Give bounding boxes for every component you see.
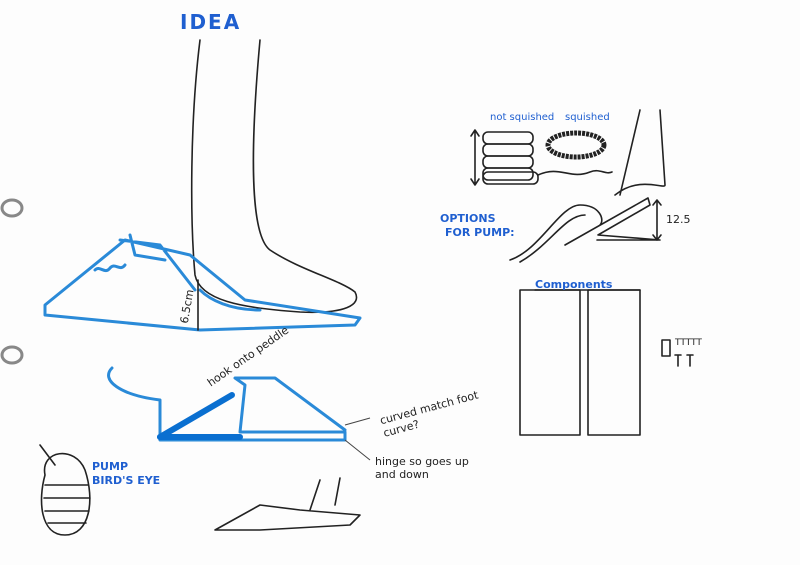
squished-label: squished xyxy=(565,112,610,123)
birds-eye-label: BIRD'S EYE xyxy=(92,474,161,487)
pump-option-sketch xyxy=(509,109,666,263)
components-sketch xyxy=(519,289,694,436)
pedal-main-sketch xyxy=(43,233,362,332)
pump-birds-eye-sketch xyxy=(39,444,91,536)
pump-not-squished-sketch xyxy=(470,129,613,186)
binder-rings xyxy=(0,198,24,365)
pump-squished-sketch xyxy=(545,130,607,160)
component-marks: TTTTT xyxy=(675,338,702,348)
hinge-note: hinge so goes up and down xyxy=(375,455,469,481)
pump-label: PUMP xyxy=(92,460,129,473)
components-label: Components xyxy=(535,278,613,291)
title-idea: IDEA xyxy=(180,10,242,34)
pedal-side-sketch xyxy=(107,366,347,442)
leg-foot-sketch xyxy=(190,39,358,314)
options-label-1: OPTIONS xyxy=(440,212,496,225)
small-foot-sketch xyxy=(214,477,361,531)
not-squished-label: not squished xyxy=(490,112,555,123)
pedal-ruffle xyxy=(93,263,127,273)
strut-bar xyxy=(157,392,235,440)
options-label-2: FOR PUMP: xyxy=(445,226,515,239)
height-label-option: 12.5 xyxy=(666,213,691,226)
